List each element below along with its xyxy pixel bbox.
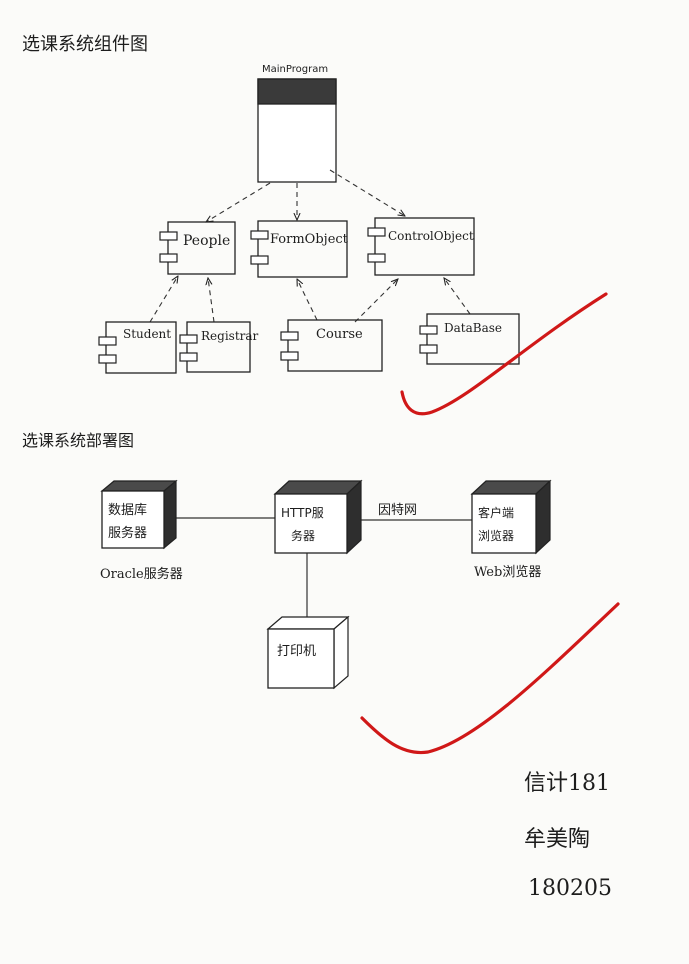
db-server-line1: 数据库 (108, 502, 147, 518)
check-mark-icon-2 (360, 602, 620, 755)
form-object-label: FormObject (270, 232, 349, 247)
client-caption: Web浏览器 (474, 564, 541, 580)
course-component: Course (280, 319, 383, 372)
signature-name: 牟美陶 (524, 827, 590, 852)
db-server-caption: Oracle服务器 (100, 566, 183, 582)
connection-lines (169, 517, 474, 618)
main-program-label: MainProgram (262, 64, 328, 75)
client-line1: 客户端 (478, 505, 514, 520)
http-server-node: HTTP服 务器 (273, 479, 363, 555)
database-component: DataBase (419, 313, 520, 365)
signature-date: 180205 (528, 876, 612, 901)
check-mark-icon (400, 292, 608, 416)
dependency-arrows-top (206, 169, 405, 222)
component-diagram-title: 选课系统组件图 (22, 34, 148, 55)
database-label: DataBase (444, 321, 502, 335)
people-label: People (183, 233, 230, 249)
db-server-node: 数据库 服务器 (100, 479, 178, 550)
signature-class: 信计181 (524, 771, 610, 796)
printer-node: 打印机 (266, 615, 350, 690)
client-line2: 浏览器 (478, 528, 514, 543)
db-server-line2: 服务器 (108, 525, 147, 541)
student-label: Student (123, 327, 171, 341)
dependency-arrows-bottom (149, 276, 471, 323)
http-server-line2: 务器 (291, 528, 315, 543)
people-component: People (159, 221, 236, 275)
control-object-label: ControlObject (388, 229, 474, 243)
main-program-box (257, 78, 337, 183)
control-object-component: ControlObject (367, 217, 475, 276)
form-object-component: FormObject (250, 220, 349, 278)
internet-label: 因特网 (378, 503, 417, 518)
client-browser-node: 客户端 浏览器 (470, 479, 552, 555)
course-label: Course (316, 327, 363, 342)
registrar-component: Registrar (179, 321, 259, 373)
deployment-diagram-title: 选课系统部署图 (22, 431, 134, 450)
student-component: Student (98, 321, 177, 374)
printer-label: 打印机 (277, 644, 316, 659)
registrar-label: Registrar (201, 329, 259, 343)
http-server-line1: HTTP服 (281, 506, 324, 520)
